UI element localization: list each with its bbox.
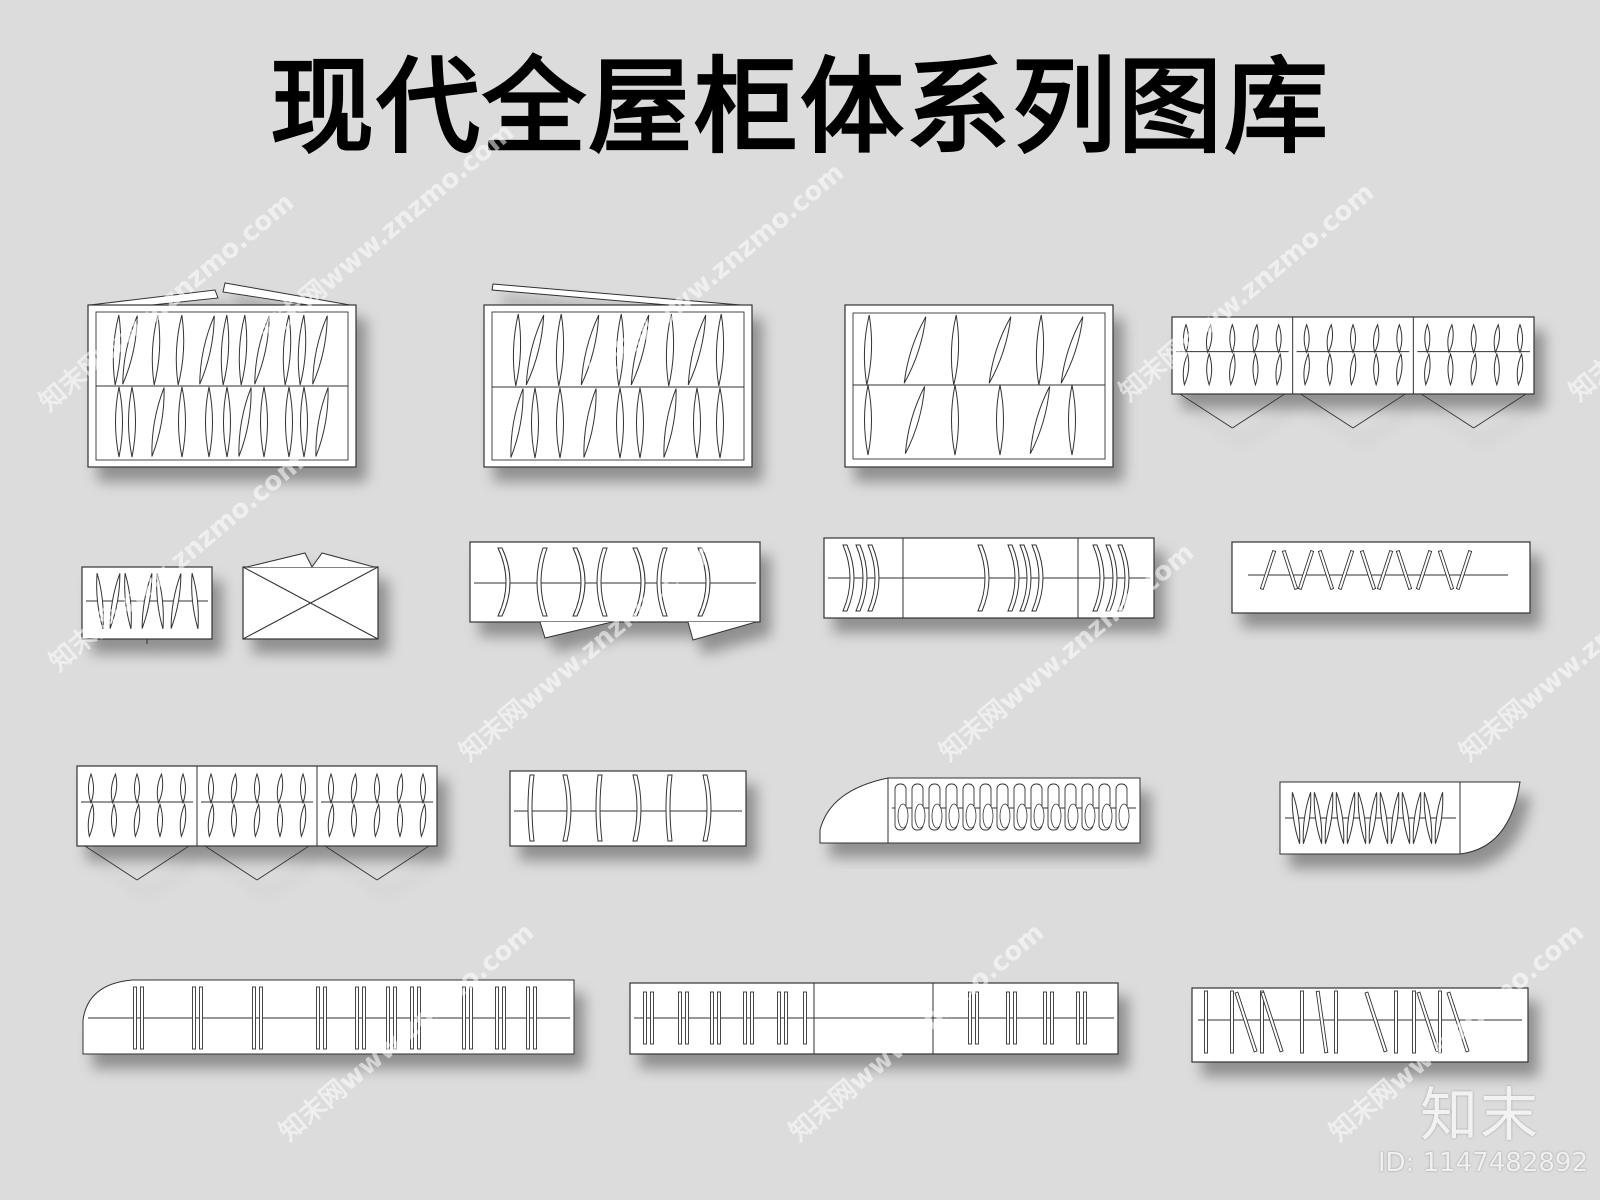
image-id: ID: 1147482892 xyxy=(1377,1148,1588,1178)
cabinet-rounded-right-icon xyxy=(1279,781,1521,855)
page-title: 现代全屋柜体系列图库 xyxy=(269,46,1330,168)
cabinet-slanted-hanger-icon xyxy=(1231,541,1531,614)
cabinet-long-icon xyxy=(629,982,1119,1055)
cabinet-curved-hanger-icon xyxy=(469,541,761,641)
wardrobe-hanging-icon xyxy=(844,304,1114,468)
wardrobe-hanging-icon xyxy=(483,283,753,468)
cabinet-curved-hanger-icon xyxy=(823,537,1155,619)
cabinet-slanted-hanger-icon xyxy=(1191,987,1529,1063)
cabinet-small-icon xyxy=(81,566,213,644)
wardrobe-three-bay-icon xyxy=(1171,316,1535,429)
cabinet-empty-icon xyxy=(242,552,379,640)
cabinet-curved-hanger-icon xyxy=(509,770,747,847)
cabinet-long-rounded-icon xyxy=(82,979,575,1055)
brand-logo: 知末 xyxy=(1419,1081,1540,1149)
cabinet-rounded-left-icon xyxy=(819,777,1141,844)
wardrobe-hanging-icon xyxy=(87,282,357,468)
wardrobe-three-bay-icon xyxy=(76,765,438,881)
